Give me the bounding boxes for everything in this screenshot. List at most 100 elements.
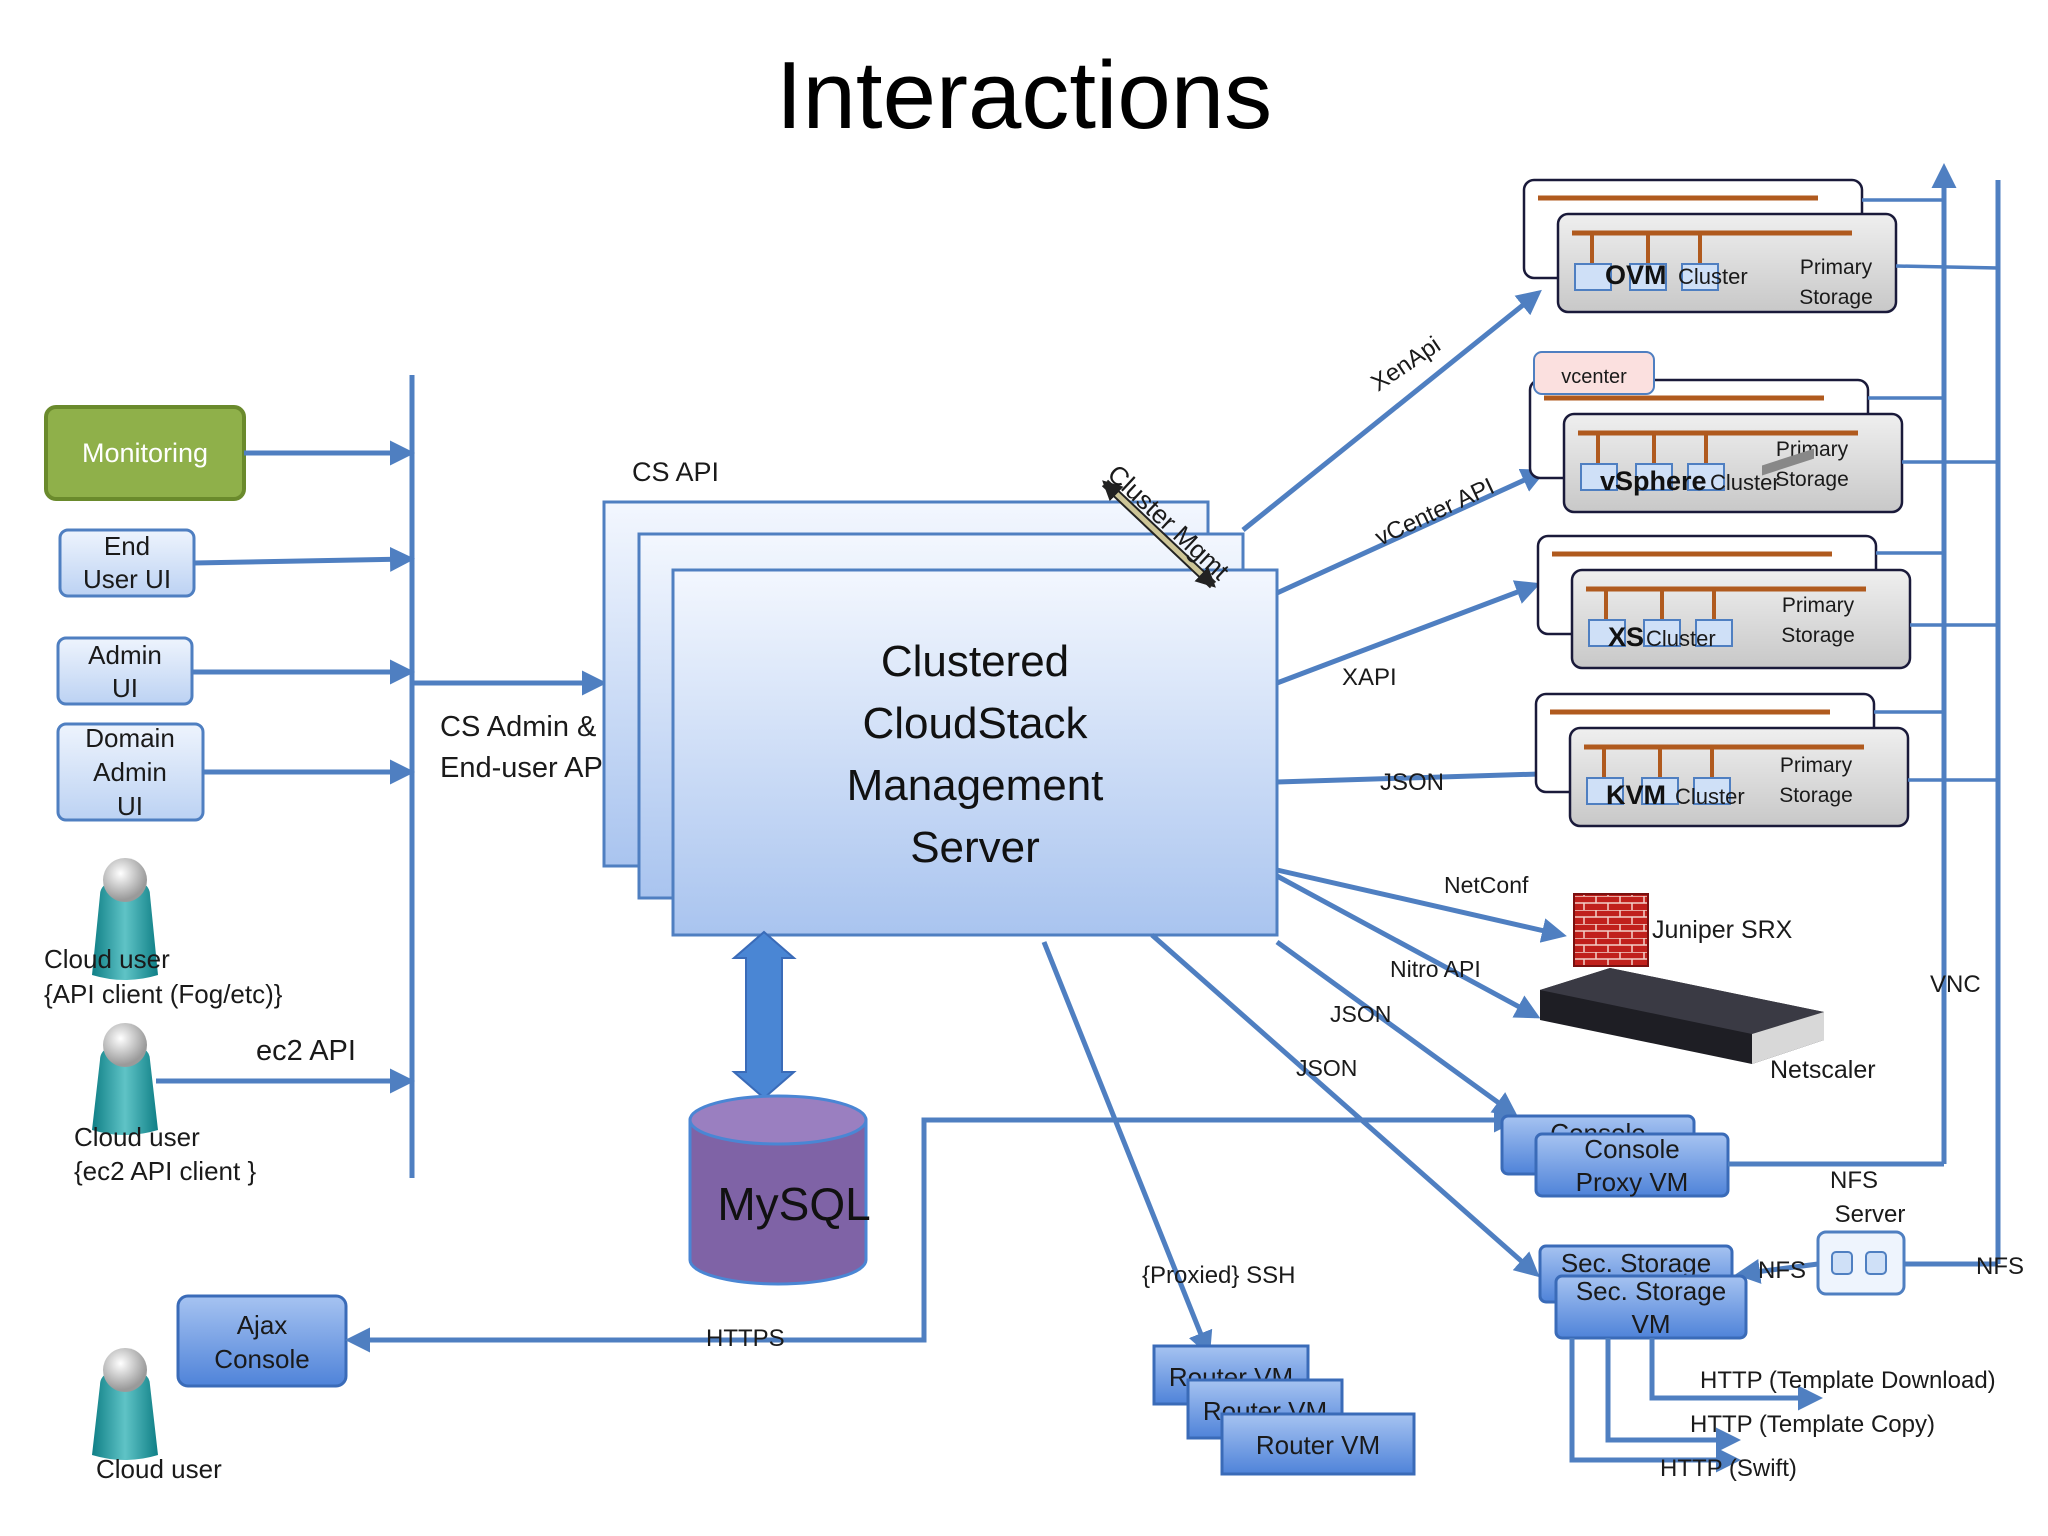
kvm-hypervisor-label: KVM bbox=[1606, 780, 1666, 810]
cs-api-label: CS API bbox=[632, 457, 719, 487]
vsphere-hypervisor-label: vSphere bbox=[1600, 466, 1707, 496]
mysql-db-arrow bbox=[731, 930, 797, 1100]
vcenter-api-label: vCenter API bbox=[1371, 473, 1498, 552]
ovm-cluster[interactable]: OVM Cluster Primary Storage bbox=[1522, 178, 1898, 314]
proxied-ssh-arrow bbox=[1041, 941, 1213, 1357]
cloud-user-ec2-person-icon bbox=[92, 1023, 158, 1135]
kvm-storage-line1: Primary bbox=[1780, 754, 1853, 777]
admin-ui-line2: UI bbox=[112, 673, 138, 703]
xapi-arrow bbox=[1276, 580, 1541, 686]
http-swift-arrow bbox=[1569, 1338, 1741, 1473]
sec-storage-line1: Sec. Storage bbox=[1576, 1276, 1726, 1306]
proxied-ssh-label: {Proxied} SSH bbox=[1142, 1262, 1295, 1289]
ovm-cluster-label: Cluster bbox=[1678, 264, 1748, 289]
xs-cluster-label: Cluster bbox=[1646, 626, 1716, 651]
management-server-box[interactable]: Clustered CloudStack Management Server bbox=[671, 568, 1279, 937]
json-storage-label: JSON bbox=[1296, 1055, 1357, 1081]
vcenter-label: vcenter bbox=[1561, 366, 1627, 388]
xs-cluster[interactable]: XS Cluster Primary Storage bbox=[1536, 534, 1912, 670]
end-user-ui-line2: User UI bbox=[83, 564, 171, 594]
kvm-storage-line2: Storage bbox=[1779, 784, 1853, 807]
page-title: Interactions bbox=[776, 42, 1272, 149]
ajax-console-box[interactable]: Ajax Console bbox=[176, 1294, 348, 1388]
json-kvm-arrow bbox=[1276, 761, 1577, 787]
vcenter-api-arrow bbox=[1275, 468, 1547, 596]
https-label: HTTPS bbox=[706, 1325, 785, 1352]
http-template-download-arrow bbox=[1649, 1338, 1823, 1411]
xs-storage-line2: Storage bbox=[1781, 624, 1855, 647]
netscaler-label: Netscaler bbox=[1770, 1056, 1876, 1084]
monitoring-box[interactable]: Monitoring bbox=[44, 405, 246, 501]
ovm-hypervisor-label: OVM bbox=[1605, 260, 1667, 290]
cluster-mgmt-arrow bbox=[1102, 480, 1216, 588]
json-storage-arrow bbox=[1150, 933, 1540, 1278]
router-vm-box[interactable]: Router VM bbox=[1220, 1412, 1416, 1476]
juniper-srx-firewall-icon[interactable] bbox=[1573, 893, 1649, 967]
kvm-cluster[interactable]: KVM Cluster Primary Storage bbox=[1534, 692, 1910, 828]
nfs-left-label: NFS bbox=[1758, 1257, 1806, 1284]
mgmt-server-line2: CloudStack bbox=[862, 699, 1088, 748]
console-proxy-line2: Proxy VM bbox=[1576, 1167, 1689, 1197]
mgmt-server-line1: Clustered bbox=[881, 637, 1069, 686]
domain-admin-ui-line3: UI bbox=[117, 791, 143, 821]
router-vm-label: Router VM bbox=[1256, 1430, 1380, 1460]
ovm-storage-line1: Primary bbox=[1800, 256, 1873, 279]
mgmt-server-line3: Management bbox=[847, 761, 1104, 810]
cs-admin-api-label-line1: CS Admin & bbox=[440, 711, 596, 743]
admin-ui-box[interactable]: Admin UI bbox=[56, 636, 194, 706]
end-user-ui-box[interactable]: End User UI bbox=[58, 528, 196, 598]
cloud-user-ec2-label: Cloud user bbox=[74, 1122, 200, 1152]
sec-storage-back-label: Sec. Storage bbox=[1561, 1248, 1711, 1278]
json-console-arrow bbox=[1275, 939, 1519, 1117]
end-user-ui-line1: End bbox=[104, 531, 150, 561]
xenapi-label: XenApi bbox=[1366, 331, 1445, 397]
vsphere-cluster[interactable]: vSphere Cluster Primary Storage vcenter bbox=[1528, 351, 1904, 514]
sec-storage-vm-box[interactable]: Sec. Storage VM bbox=[1554, 1274, 1748, 1340]
nitro-api-arrow bbox=[1275, 873, 1541, 1019]
netconf-arrow bbox=[1276, 867, 1567, 943]
netscaler-appliance-icon[interactable] bbox=[1540, 448, 1824, 1064]
domain-admin-ui-line1: Domain bbox=[85, 723, 175, 753]
cloud-user-ec2-sublabel: {ec2 API client } bbox=[74, 1156, 256, 1186]
cloud-user-api-sublabel: {API client (Fog/etc)} bbox=[44, 979, 283, 1009]
vsphere-storage-line2: Storage bbox=[1775, 468, 1849, 491]
ovm-nfs-link bbox=[1895, 264, 1999, 270]
kvm-cluster-label: Cluster bbox=[1675, 784, 1745, 809]
xs-hypervisor-label: XS bbox=[1608, 622, 1644, 652]
nfs-server-label-line1: NFS bbox=[1830, 1167, 1878, 1194]
mysql-database[interactable]: MySQL bbox=[688, 1094, 871, 1286]
nitro-api-label: Nitro API bbox=[1390, 956, 1481, 982]
mgmt-server-line4: Server bbox=[910, 823, 1040, 872]
http-template-copy-arrow bbox=[1605, 1338, 1741, 1453]
xapi-label: XAPI bbox=[1342, 664, 1397, 691]
nfs-right-label: NFS bbox=[1976, 1253, 2024, 1280]
http-swift-label: HTTP (Swift) bbox=[1660, 1455, 1797, 1482]
nfs-server-box[interactable] bbox=[1816, 1230, 1906, 1296]
https-console-connection bbox=[345, 1107, 1519, 1353]
vsphere-cluster-label: Cluster bbox=[1710, 470, 1780, 495]
console-proxy-line1: Console bbox=[1584, 1134, 1679, 1164]
admin-ui-line1: Admin bbox=[88, 640, 162, 670]
cloud-user-api-label: Cloud user bbox=[44, 944, 170, 974]
vnc-label: VNC bbox=[1930, 971, 1981, 998]
ec2-api-label: ec2 API bbox=[256, 1035, 356, 1067]
json-console-label: JSON bbox=[1330, 1001, 1391, 1027]
domain-admin-ui-line2: Admin bbox=[93, 757, 167, 787]
ajax-console-line1: Ajax bbox=[237, 1310, 288, 1340]
http-template-download-label: HTTP (Template Download) bbox=[1700, 1367, 1996, 1394]
netconf-label: NetConf bbox=[1444, 872, 1529, 898]
xenapi-arrow bbox=[1241, 289, 1542, 532]
xs-storage-line1: Primary bbox=[1782, 594, 1855, 617]
cloud-user-api-person-icon bbox=[92, 858, 158, 980]
cloud-user-label: Cloud user bbox=[96, 1454, 222, 1484]
monitoring-label: Monitoring bbox=[82, 438, 208, 468]
cs-admin-api-label-line2: End-user API bbox=[440, 752, 611, 784]
nfs-left-arrow bbox=[1735, 1259, 1819, 1284]
end-user-ui-arrow bbox=[193, 546, 415, 572]
nfs-server-label-line2: Server bbox=[1835, 1201, 1906, 1228]
cloud-user-person-icon bbox=[92, 1348, 158, 1460]
console-proxy-vm-box[interactable]: Console Proxy VM bbox=[1534, 1132, 1730, 1198]
domain-admin-ui-box[interactable]: Domain Admin UI bbox=[56, 722, 205, 822]
json-kvm-label: JSON bbox=[1380, 769, 1444, 796]
